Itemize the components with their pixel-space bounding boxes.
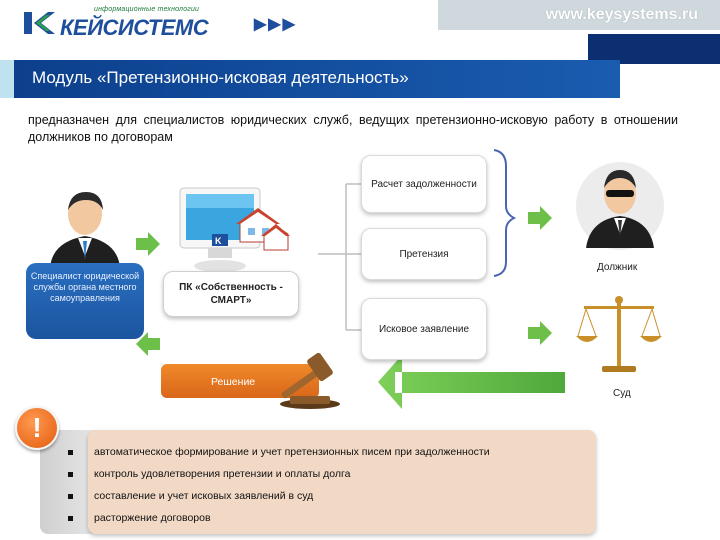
court-label: Суд [613, 388, 631, 399]
suit-box[interactable]: Исковое заявление [361, 298, 487, 360]
arrow-brace-to-debtor [528, 206, 552, 230]
bullet-icon [68, 516, 73, 521]
arrow-court-to-decision [378, 355, 565, 409]
scales-icon [574, 290, 664, 380]
brace [494, 150, 514, 276]
bullet-icon [68, 450, 73, 455]
bullet-text: автоматическое формирование и учет прете… [94, 446, 490, 458]
debtor-person-icon [574, 160, 666, 252]
bullet-text: составление и учет исковых заявлений в с… [94, 490, 313, 502]
specialist-person-icon [40, 186, 130, 268]
claim-box[interactable]: Претензия [361, 228, 487, 280]
bullet-text: контроль удовлетворения претензии и опла… [94, 468, 350, 480]
pk-box[interactable]: ПК «Собственность - СМАРТ» [163, 271, 299, 317]
decision-label: Решение [211, 376, 255, 388]
gavel-icon [268, 352, 348, 410]
computer-icon: K [178, 182, 290, 280]
warning-icon: ! [15, 406, 59, 450]
arrow-suit-to-court [528, 321, 552, 345]
calc-debt-box[interactable]: Расчет задолженности [361, 155, 487, 213]
bullet-icon [68, 472, 73, 477]
bullet-text: расторжение договоров [94, 512, 211, 524]
specialist-box[interactable]: Специалист юридической службы органа мес… [26, 263, 144, 339]
bullet-icon [68, 494, 73, 499]
svg-text:K: K [215, 236, 222, 246]
debtor-label: Должник [597, 262, 637, 273]
features-panel: автоматическое формирование и учет прете… [40, 430, 595, 534]
arrow-specialist-to-pc [136, 232, 160, 256]
